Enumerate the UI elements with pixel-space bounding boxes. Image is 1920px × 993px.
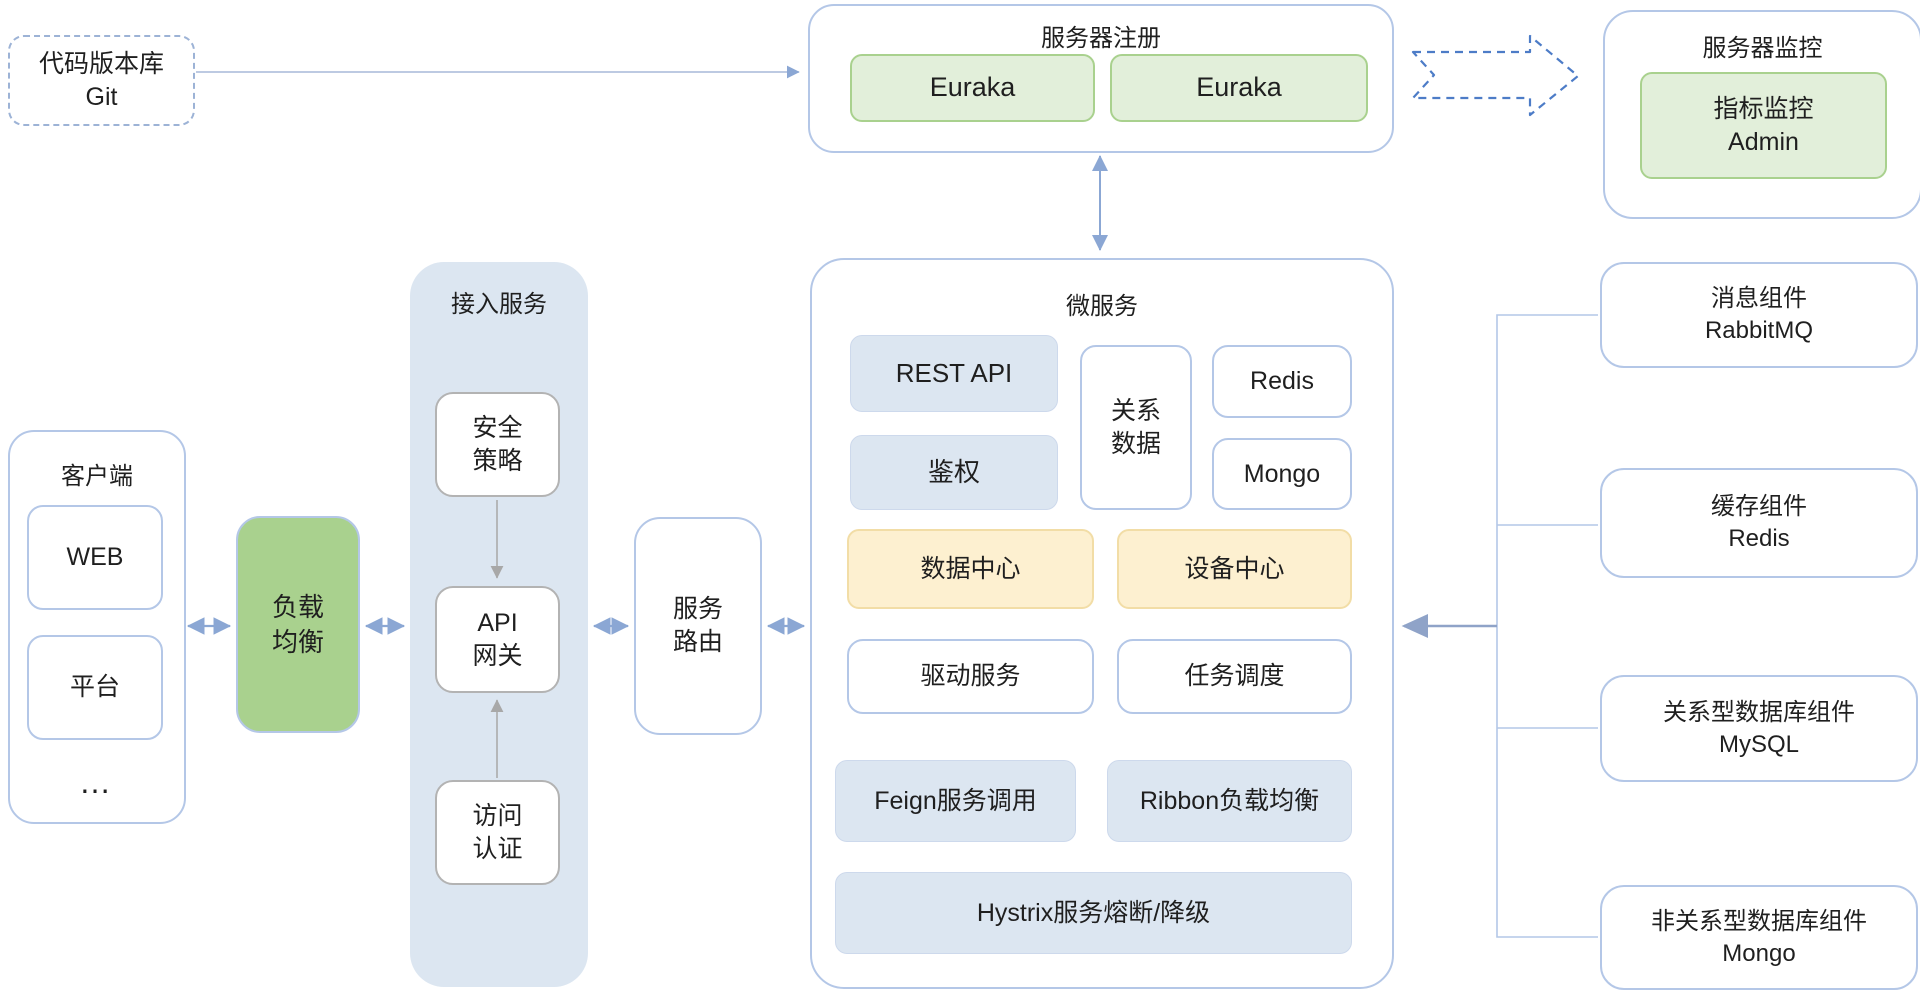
git-repo-box: 代码版本库 Git [8, 35, 195, 126]
hystrix-box: Hystrix服务熔断/降级 [835, 872, 1352, 954]
ribbon-box: Ribbon负载均衡 [1107, 760, 1352, 842]
metrics-admin-box: 指标监控 Admin [1640, 72, 1887, 179]
driver-service-box: 驱动服务 [847, 639, 1094, 714]
eureka-node-1: Euraka [850, 54, 1095, 122]
client-web-box: WEB [27, 505, 163, 610]
relational-data-box: 关系 数据 [1080, 345, 1192, 510]
data-center-box: 数据中心 [847, 529, 1094, 609]
access-auth-box: 访问 认证 [435, 780, 560, 885]
security-policy-box: 安全 策略 [435, 392, 560, 497]
redis-box: Redis [1212, 345, 1352, 418]
api-gateway-box: API 网关 [435, 586, 560, 693]
access-service-panel: 接入服务 安全 策略 API 网关 访问 认证 [410, 262, 588, 987]
mongo-box: Mongo [1212, 438, 1352, 510]
client-title: 客户端 [61, 463, 133, 490]
component-redis-box: 缓存组件 Redis [1600, 468, 1918, 578]
authentication-box: 鉴权 [850, 435, 1058, 510]
task-scheduling-box: 任务调度 [1117, 639, 1352, 714]
component-mysql-box: 关系型数据库组件 MySQL [1600, 675, 1918, 782]
client-platform-box: 平台 [27, 635, 163, 740]
feign-box: Feign服务调用 [835, 760, 1076, 842]
client-more-label: … [79, 763, 111, 800]
rest-api-box: REST API [850, 335, 1058, 412]
access-service-title: 接入服务 [451, 291, 547, 318]
microservices-container: 微服务 REST API 鉴权 关系 数据 Redis Mongo 数据中心 设… [810, 258, 1394, 989]
monitor-container: 服务器监控 指标监控 Admin [1603, 10, 1920, 219]
component-rabbitmq-box: 消息组件 RabbitMQ [1600, 262, 1918, 368]
service-router-box: 服务 路由 [634, 517, 762, 735]
monitor-title: 服务器监控 [1702, 35, 1823, 62]
microservices-title: 微服务 [1066, 293, 1138, 320]
registry-container: 服务器注册 Euraka Euraka [808, 4, 1394, 153]
device-center-box: 设备中心 [1117, 529, 1352, 609]
eureka-node-2: Euraka [1110, 54, 1368, 122]
registry-title: 服务器注册 [1041, 25, 1161, 52]
components-bracket [1496, 314, 1598, 938]
registry-to-monitor-dashed-arrow [1411, 34, 1580, 117]
load-balancer-box: 负载 均衡 [236, 516, 360, 733]
client-container: 客户端 WEB 平台 … [8, 430, 186, 824]
component-mongo-box: 非关系型数据库组件 Mongo [1600, 885, 1918, 990]
